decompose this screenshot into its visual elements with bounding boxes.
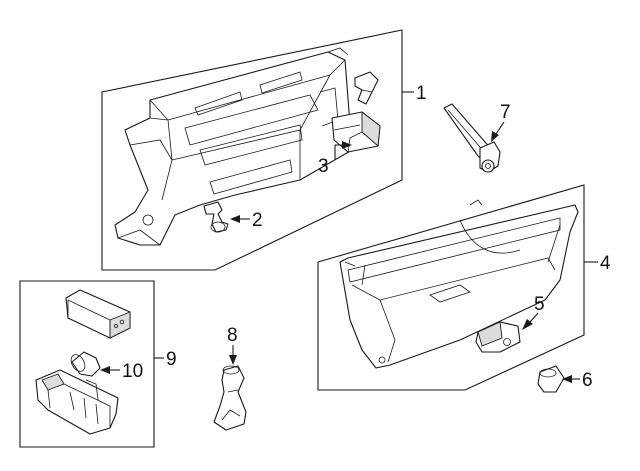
callout-label-9: 9 (166, 349, 177, 370)
leader-line-3 (334, 144, 343, 160)
lamp-cover-part-8 (213, 365, 247, 431)
bulb-part-10 (70, 351, 101, 377)
callout-label-1: 1 (416, 83, 427, 104)
callout-label-5: 5 (534, 294, 545, 315)
glove-box-housing-part (114, 47, 353, 246)
arrow-7 (491, 131, 499, 142)
latch-handle-part-5 (475, 321, 521, 353)
retainer-clip-part (354, 71, 379, 105)
callout-label-6: 6 (582, 370, 593, 391)
arrow-5 (522, 319, 533, 330)
callout-label-2: 2 (252, 210, 263, 231)
assembly-frame-9 (19, 280, 155, 448)
callout-label-4: 4 (600, 253, 611, 274)
assembly-frame-1 (101, 29, 403, 271)
damper-arm-part-7 (443, 103, 501, 173)
arrow-8 (229, 355, 237, 365)
glove-box-door-part (339, 199, 579, 369)
lamp-switch-part (65, 289, 131, 339)
arrow-10 (100, 366, 110, 374)
bumper-part-6 (537, 365, 565, 393)
callout-label-8: 8 (227, 325, 238, 346)
push-pin-part-2 (203, 201, 229, 233)
leader-line-5 (529, 312, 539, 323)
callout-label-3: 3 (318, 156, 329, 177)
assembly-frame-4 (317, 184, 585, 391)
lamp-housing-part (35, 369, 119, 435)
arrow-2 (230, 215, 240, 223)
callout-label-10: 10 (122, 361, 143, 382)
leader-line-7 (495, 121, 505, 135)
callout-label-7: 7 (500, 102, 511, 123)
arrow-3 (342, 141, 352, 149)
arrow-6 (562, 375, 572, 383)
